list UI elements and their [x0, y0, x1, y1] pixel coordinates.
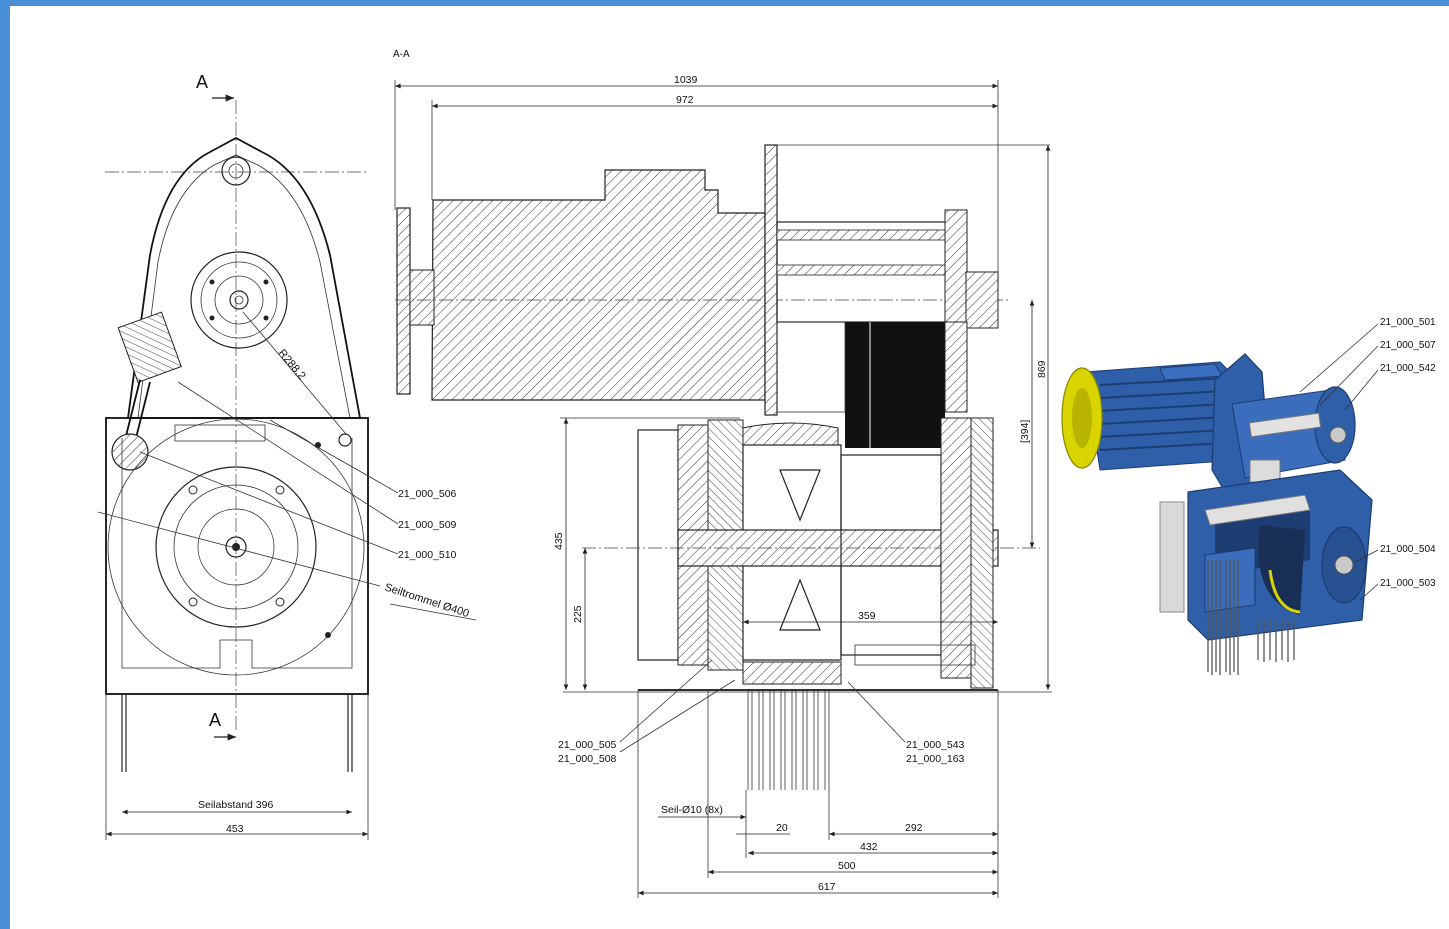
dim-435: 435 — [553, 532, 565, 550]
rope-dim-label: Seil-Ø10 (8x) — [661, 804, 723, 816]
callout-507: 21_000_507 — [1380, 340, 1436, 351]
section-marker-top: A — [196, 72, 208, 92]
section-view: A-A 1039 972 — [393, 49, 1052, 898]
dim-359: 359 — [858, 610, 876, 622]
callout-503: 21_000_503 — [1380, 578, 1436, 589]
callout-506: 21_000_506 — [398, 488, 457, 500]
dim-20: 20 — [776, 822, 788, 834]
dim-225: 225 — [572, 605, 584, 623]
callout-509: 21_000_509 — [398, 519, 457, 531]
dim-972: 972 — [676, 94, 694, 106]
radius-label: R288,2 — [276, 347, 308, 382]
callout-510: 21_000_510 — [398, 549, 457, 561]
dim-1039: 1039 — [674, 74, 698, 86]
width-dim: 453 — [226, 823, 244, 835]
dim-292: 292 — [905, 822, 923, 834]
dim-432: 432 — [860, 841, 878, 853]
callout-505: 21_000_505 — [558, 739, 617, 751]
callout-163: 21_000_163 — [906, 753, 965, 765]
dim-617: 617 — [818, 881, 836, 893]
callout-542: 21_000_542 — [1380, 363, 1436, 374]
callout-543: 21_000_543 — [906, 739, 965, 751]
dim-869: 869 — [1036, 360, 1048, 378]
callout-508: 21_000_508 — [558, 753, 617, 765]
front-view: A A — [97, 72, 477, 840]
ropes — [747, 690, 830, 790]
callout-501: 21_000_501 — [1380, 317, 1436, 328]
isometric-model: 21_000_501 21_000_507 21_000_542 21_000_… — [1061, 317, 1436, 675]
drum-diameter-label: Seiltrommel Ø400 — [383, 581, 470, 620]
section-marker-bottom: A — [209, 710, 221, 730]
dim-500: 500 — [838, 860, 856, 872]
callout-504: 21_000_504 — [1380, 544, 1436, 555]
technical-drawing: A A — [97, 49, 1436, 898]
rope-spacing-dim: Seilabstand 396 — [198, 799, 273, 811]
iso-ropes — [1207, 560, 1295, 675]
dim-394: [394] — [1019, 420, 1031, 443]
drawing-sheet: A A — [10, 6, 1449, 929]
section-title: A-A — [393, 49, 410, 60]
